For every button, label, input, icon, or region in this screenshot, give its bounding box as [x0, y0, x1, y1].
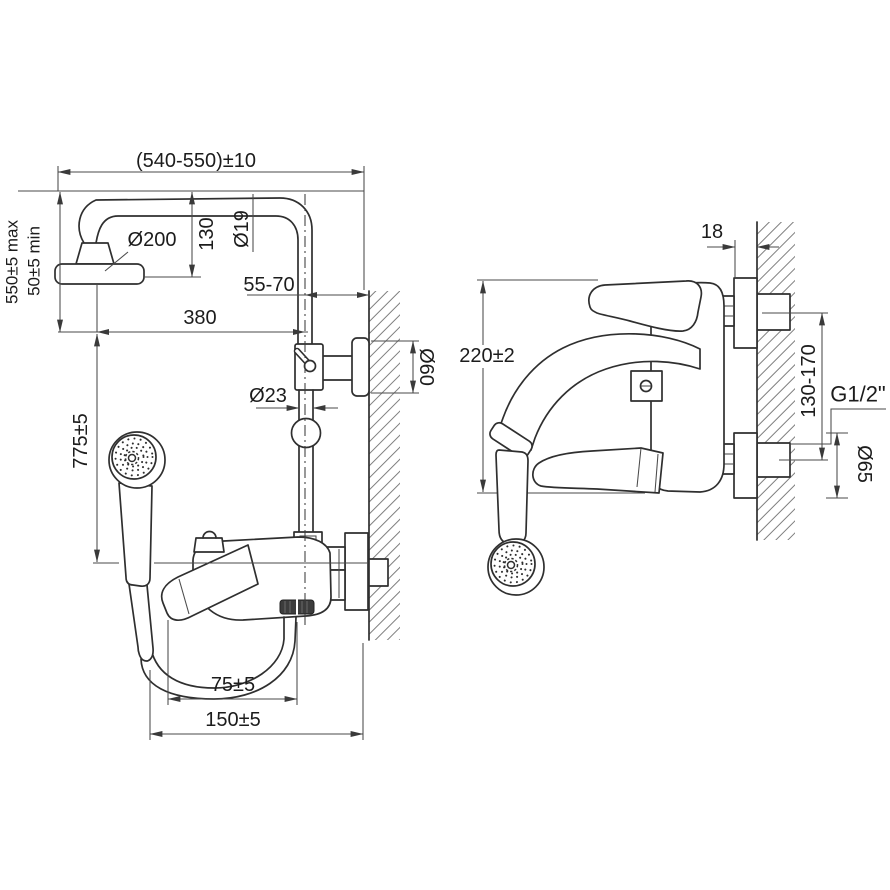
- side-view: 18 220±2 130-170 G1/2" Ø65: [456, 221, 886, 596]
- dim-bar-diameter: Ø23: [249, 385, 287, 407]
- lever-handle-side: [588, 280, 703, 332]
- dim-height-max: 550±5 max: [3, 220, 22, 304]
- front-view: (540-550)±10 550±5 max 50±5 min Ø200 130…: [3, 150, 437, 740]
- dimensions-side-view: 18 220±2 130-170 G1/2" Ø65: [456, 221, 886, 499]
- dim-thread-size: G1/2": [830, 382, 886, 407]
- shower-head-plate: [54, 263, 145, 285]
- flange-lower: [733, 432, 758, 499]
- wall-section-right: [756, 221, 795, 541]
- dim-pipe-diameter: Ø19: [231, 210, 253, 248]
- dim-hose-span: 150±5: [205, 709, 260, 731]
- spout-end-cap: [489, 421, 533, 459]
- hand-shower-left: [108, 431, 166, 662]
- dimensions-front-view: (540-550)±10 550±5 max 50±5 min Ø200 130…: [3, 150, 437, 740]
- dim-body-height: 220±2: [459, 345, 514, 367]
- thread-leader: [790, 408, 886, 445]
- mixer-body-front: [160, 530, 332, 621]
- hand-shower-handle-left: [118, 482, 153, 588]
- dim-head-diameter: Ø200: [128, 229, 177, 251]
- slider-holder-ball: [290, 417, 322, 449]
- wall-bracket: [351, 337, 370, 397]
- spout-tip-line: [178, 578, 190, 615]
- inwall-pipe-stub-upper: [756, 293, 791, 331]
- shower-head-cone: [75, 242, 115, 265]
- wall-hatch-right: [757, 222, 795, 540]
- dim-height-min: 50±5 min: [25, 226, 44, 296]
- dim-spout-offset: 75±5: [211, 674, 255, 696]
- wall-section-left: [368, 290, 400, 641]
- diverter-pivot: [303, 359, 317, 373]
- dim-wall-distance: 55-70: [243, 274, 294, 296]
- mixer-body-side: [489, 280, 725, 494]
- hose-cone-left: [128, 583, 154, 662]
- mixer-top-tab: [193, 537, 225, 553]
- diverter-assembly: [293, 337, 370, 397]
- mixer-top-screw: [202, 530, 217, 539]
- hand-shower-right: [487, 449, 545, 596]
- head-diameter-leader: [104, 251, 129, 272]
- wall-hatch-left: [369, 291, 400, 640]
- hand-shower-handle-right: [495, 449, 529, 545]
- shower-arch-pipe: [78, 197, 313, 345]
- dim-head-drop: 130: [196, 217, 218, 250]
- slide-bar: [290, 389, 323, 554]
- mixer-flange-left: [344, 532, 369, 611]
- dim-bracket-diameter: Ø60: [415, 348, 437, 386]
- inwall-pipe-stub-left: [368, 558, 389, 587]
- dim-top-span: (540-550)±10: [136, 150, 256, 172]
- dim-wall-offset: 18: [701, 221, 723, 243]
- dim-flange-diameter: Ø65: [853, 445, 875, 483]
- lower-lever-side: [532, 447, 664, 494]
- dim-inlet-centers: 130-170: [798, 344, 820, 417]
- dim-column-height: 775±5: [70, 413, 92, 468]
- overhead-shower-head: [54, 242, 145, 285]
- flange-upper: [733, 277, 758, 349]
- dim-arm-reach: 380: [183, 307, 216, 329]
